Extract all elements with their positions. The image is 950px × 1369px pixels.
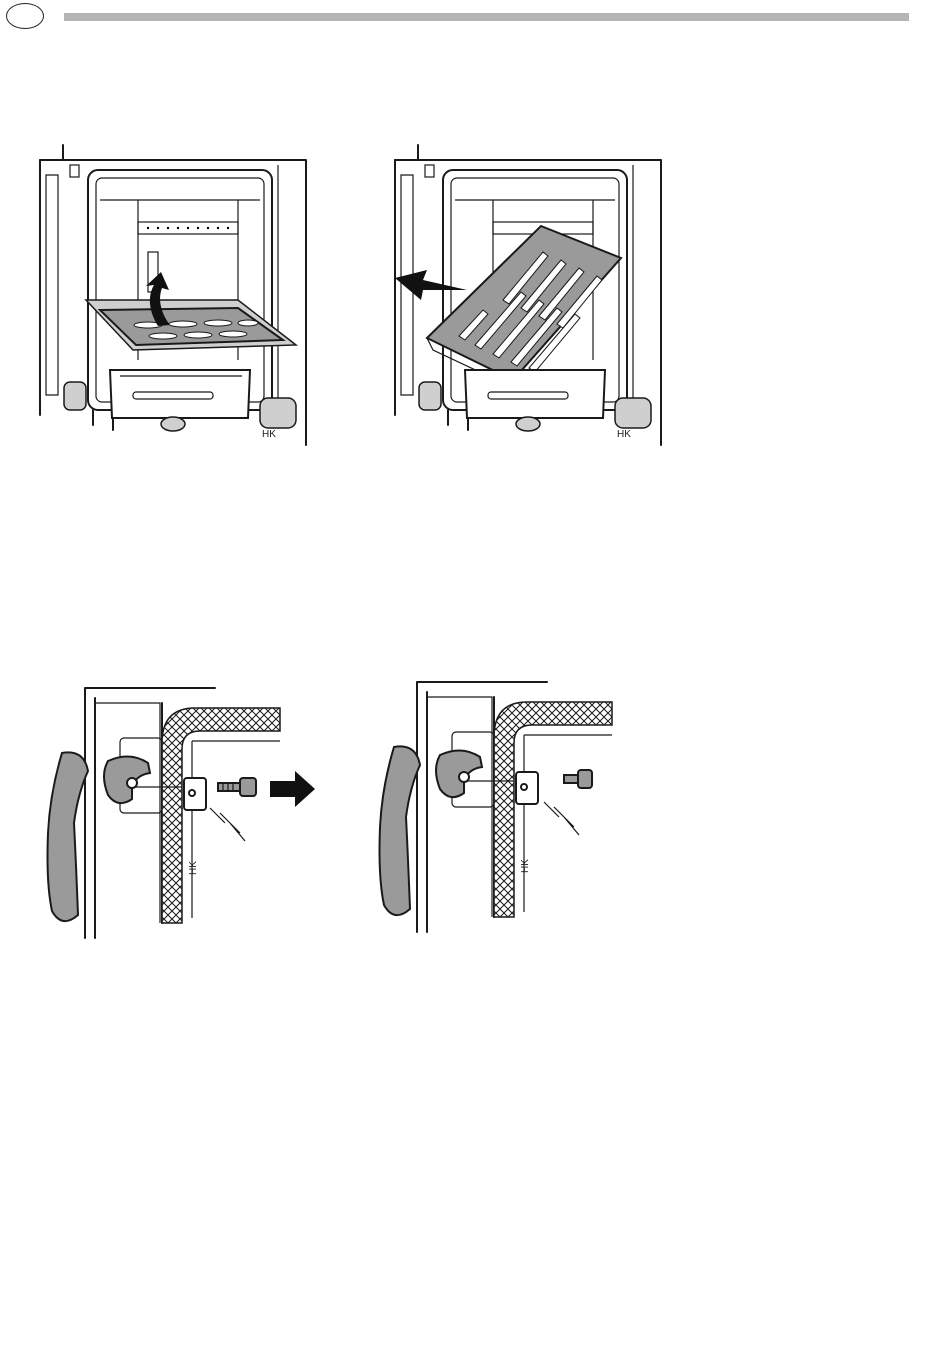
door-handle: [380, 746, 421, 915]
door-handle: [48, 752, 89, 921]
signature: HK: [262, 429, 276, 440]
extract-arrow: [270, 771, 315, 807]
language-badge: [6, 3, 44, 29]
vent-dots: [147, 227, 229, 229]
signature: HK: [520, 859, 531, 873]
header-rule: [64, 13, 909, 21]
signature: HK: [188, 861, 199, 875]
bolt: [218, 783, 240, 791]
figure-grate-remove: HK: [393, 140, 663, 445]
pull-arrow: [395, 270, 467, 300]
bolt: [564, 775, 578, 783]
signature: HK: [617, 429, 631, 440]
figure-grate-lift: HK: [38, 140, 308, 445]
figure-hinge-bolt-detached: HK: [372, 677, 662, 937]
figure-hinge-bolt-remove: HK: [40, 683, 330, 943]
